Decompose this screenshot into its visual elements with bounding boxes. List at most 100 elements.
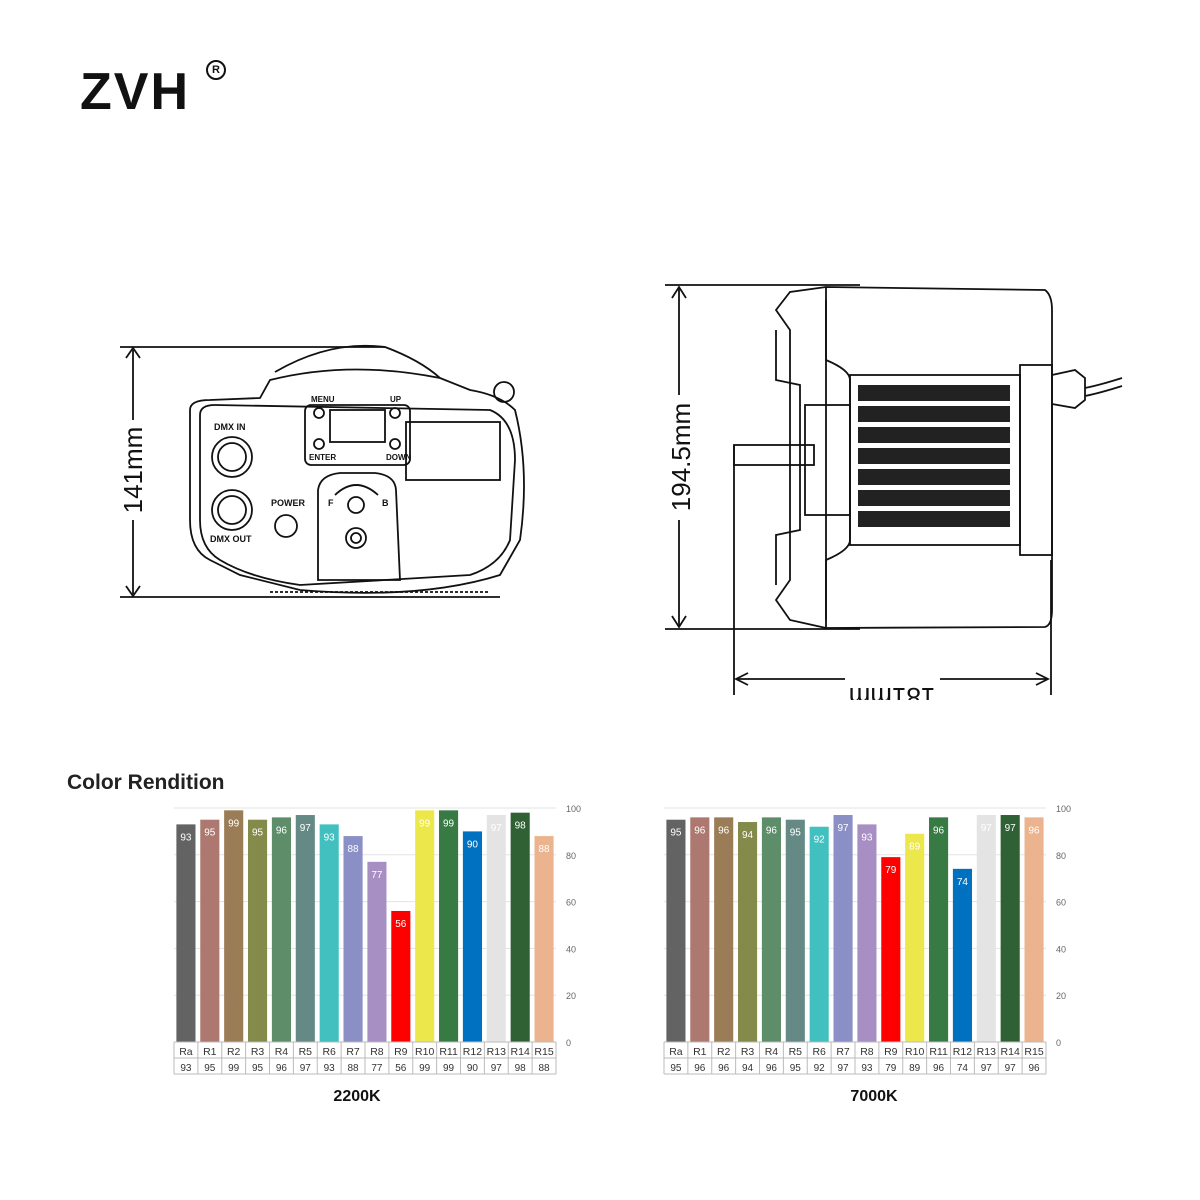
- data-label: 95: [670, 828, 682, 839]
- table-value: 56: [395, 1063, 407, 1074]
- x-tick-label: R15: [534, 1046, 553, 1058]
- y-tick-label: 100: [1056, 804, 1071, 814]
- b-label: B: [382, 498, 389, 508]
- x-tick-label: R14: [1001, 1046, 1020, 1058]
- down-label: DOWN: [386, 453, 412, 462]
- table-value: 97: [981, 1063, 993, 1074]
- table-value: 77: [371, 1063, 383, 1074]
- bar-R7: [343, 836, 363, 1042]
- bar-R6: [319, 824, 339, 1042]
- data-label: 96: [1029, 825, 1041, 836]
- front-view-drawing: 141mm MENU UP ENTER DOWN DMX IN DMX OUT …: [118, 344, 525, 598]
- x-tick-label: R3: [741, 1046, 755, 1058]
- data-label: 89: [909, 842, 921, 853]
- x-tick-label: R11: [929, 1046, 948, 1058]
- data-label: 95: [790, 828, 802, 839]
- bar-R9: [391, 910, 411, 1042]
- x-tick-label: R6: [322, 1046, 336, 1058]
- menu-label: MENU: [311, 395, 335, 404]
- bar-R11: [439, 810, 459, 1042]
- data-label: 93: [180, 832, 192, 843]
- y-tick-label: 40: [1056, 944, 1066, 954]
- y-tick-label: 80: [566, 851, 576, 861]
- table-value: 96: [694, 1063, 706, 1074]
- x-tick-label: R14: [511, 1046, 530, 1058]
- data-label: 79: [885, 865, 897, 876]
- table-value: 98: [515, 1063, 527, 1074]
- bar-R8: [857, 824, 877, 1042]
- x-tick-label: R2: [717, 1046, 731, 1058]
- table-value: 88: [539, 1063, 551, 1074]
- y-tick-label: 60: [1056, 898, 1066, 908]
- data-label: 95: [204, 828, 216, 839]
- data-label: 97: [491, 823, 503, 834]
- y-tick-label: 100: [566, 804, 581, 814]
- registered-mark: R: [206, 60, 226, 80]
- bar-R14: [1000, 815, 1020, 1042]
- data-label: 92: [814, 835, 826, 846]
- table-value: 95: [670, 1063, 682, 1074]
- up-label: UP: [390, 395, 402, 404]
- y-tick-label: 60: [566, 898, 576, 908]
- x-tick-label: Ra: [669, 1046, 683, 1058]
- brand-logo: ZVH: [80, 63, 190, 121]
- data-label: 93: [861, 832, 873, 843]
- x-tick-label: R4: [765, 1046, 779, 1058]
- table-value: 74: [957, 1063, 969, 1074]
- bar-R12: [952, 868, 972, 1042]
- data-label: 77: [371, 870, 383, 881]
- table-value: 93: [180, 1063, 192, 1074]
- bar-R15: [534, 836, 554, 1042]
- bar-R3: [248, 819, 268, 1042]
- bar-R11: [929, 817, 949, 1042]
- x-tick-label: R12: [953, 1046, 972, 1058]
- data-label: 98: [515, 821, 527, 832]
- y-tick-label: 20: [1056, 991, 1066, 1001]
- table-value: 95: [790, 1063, 802, 1074]
- y-tick-label: 0: [1056, 1038, 1061, 1048]
- table-value: 96: [1029, 1063, 1041, 1074]
- data-label: 96: [276, 825, 288, 836]
- data-label: 96: [766, 825, 778, 836]
- x-tick-label: R1: [203, 1046, 217, 1058]
- chart-caption-2200k: 2200K: [333, 1088, 381, 1105]
- data-label: 97: [838, 823, 850, 834]
- table-value: 79: [885, 1063, 897, 1074]
- bar-R15: [1024, 817, 1044, 1042]
- x-tick-label: R12: [463, 1046, 482, 1058]
- bar-R12: [462, 831, 482, 1042]
- table-value: 95: [252, 1063, 264, 1074]
- bar-Ra: [176, 824, 196, 1042]
- table-value: 94: [742, 1063, 754, 1074]
- side-height-dimension: 194.5mm: [666, 403, 696, 511]
- table-value: 92: [814, 1063, 826, 1074]
- x-tick-label: R10: [415, 1046, 434, 1058]
- table-value: 97: [838, 1063, 850, 1074]
- section-title: Color Rendition: [67, 771, 225, 794]
- table-value: 95: [204, 1063, 216, 1074]
- f-label: F: [328, 498, 334, 508]
- side-view-drawing: 194.5mm 181mm: [665, 284, 1123, 700]
- data-label: 97: [300, 823, 312, 834]
- table-value: 93: [861, 1063, 873, 1074]
- table-value: 93: [324, 1063, 336, 1074]
- x-tick-label: R3: [251, 1046, 265, 1058]
- dmx-out-label: DMX OUT: [210, 534, 252, 544]
- x-tick-label: R10: [905, 1046, 924, 1058]
- cri-chart-7000k: 02040608010095Ra9596R19696R29694R39496R4…: [663, 804, 1071, 1075]
- table-value: 96: [766, 1063, 778, 1074]
- x-tick-label: R7: [836, 1046, 850, 1058]
- x-tick-label: R9: [394, 1046, 408, 1058]
- x-tick-label: R5: [789, 1046, 803, 1058]
- x-tick-label: R8: [860, 1046, 874, 1058]
- x-tick-label: R5: [299, 1046, 313, 1058]
- data-label: 94: [742, 830, 754, 841]
- bar-Ra: [666, 819, 686, 1042]
- bar-R5: [295, 815, 315, 1042]
- x-tick-label: Ra: [179, 1046, 193, 1058]
- table-value: 97: [1005, 1063, 1017, 1074]
- bar-R6: [809, 826, 829, 1042]
- side-width-dimension: 181mm: [849, 682, 936, 700]
- y-tick-label: 20: [566, 991, 576, 1001]
- x-tick-label: R2: [227, 1046, 241, 1058]
